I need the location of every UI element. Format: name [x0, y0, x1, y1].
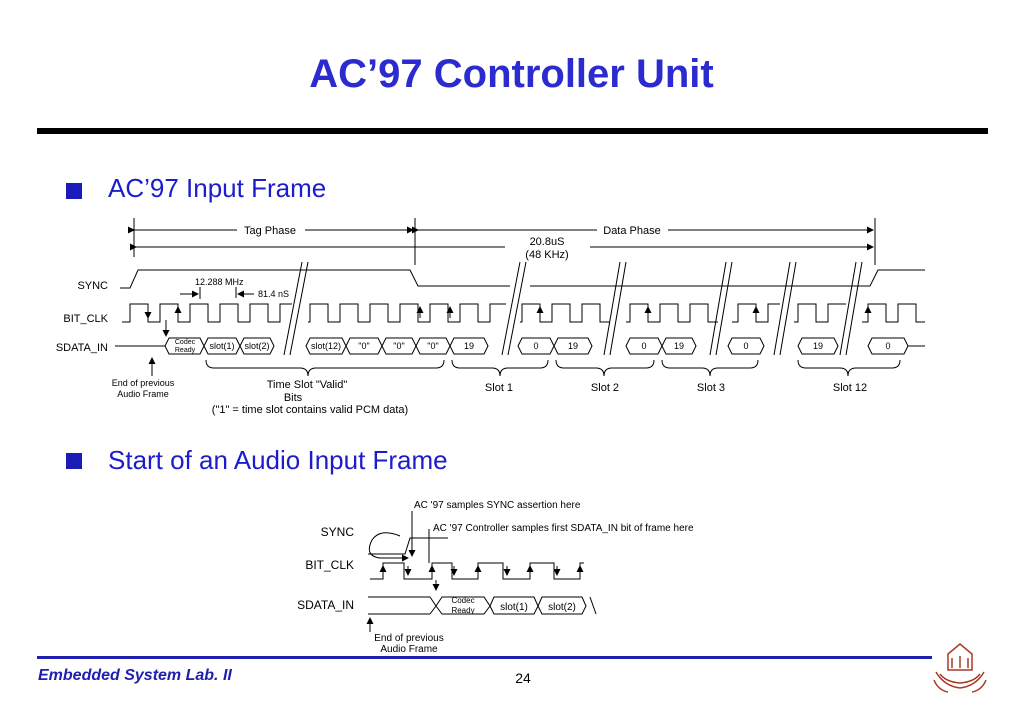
slide-title: AC’97 Controller Unit: [309, 52, 714, 96]
end-note-line2: Audio Frame: [380, 644, 438, 655]
page-number: 24: [515, 670, 531, 686]
slot3-label: Slot 3: [697, 382, 725, 394]
frequency-label: (48 KHz): [525, 249, 568, 261]
end-note-line1: End of previous: [374, 633, 444, 644]
bitclk-signal-label: BIT_CLK: [305, 558, 354, 572]
codec-label: Codec: [175, 339, 196, 346]
cell-zero-tag: "0": [393, 341, 404, 351]
note-sync-assertion: AC '97 samples SYNC assertion here: [414, 500, 581, 511]
cell-zero-tag: "0": [358, 341, 369, 351]
slot1-label: Slot 1: [485, 382, 513, 394]
data-phase-label: Data Phase: [603, 225, 660, 237]
cell-slot1: slot(1): [209, 341, 234, 351]
sdatain-signal-label: SDATA_IN: [56, 342, 108, 354]
cell-0: 0: [533, 341, 538, 351]
title-underline: [37, 128, 988, 134]
ready-label: Ready: [175, 347, 196, 354]
cell-19: 19: [674, 341, 684, 351]
sync-signal-label: SYNC: [77, 280, 108, 292]
cell-zero-tag: "0": [427, 341, 438, 351]
valid-bits-note: ("1" = time slot contains valid PCM data…: [212, 404, 408, 416]
footer-rule-left: [37, 656, 727, 659]
note-first-bit: AC '97 Controller samples first SDATA_IN…: [433, 523, 694, 534]
bitclk-signal-label: BIT_CLK: [63, 313, 108, 325]
cell-slot2: slot(2): [244, 341, 269, 351]
cell-19: 19: [464, 341, 474, 351]
bullet-start-frame: Start of an Audio Input Frame: [108, 445, 448, 475]
sdatain-signal-label: SDATA_IN: [297, 598, 354, 612]
bullet-input-frame: AC’97 Input Frame: [108, 173, 327, 203]
period-label: 20.8uS: [530, 236, 565, 248]
valid-bits-label-2: Bits: [284, 392, 303, 404]
clock-period-label: 81.4 nS: [258, 289, 289, 299]
slot12-label: Slot 12: [833, 382, 867, 394]
cell-19: 19: [568, 341, 578, 351]
footer-rule-right: [727, 656, 932, 659]
cell-slot1: slot(1): [500, 602, 528, 613]
cell-0: 0: [743, 341, 748, 351]
sync-signal-label: SYNC: [321, 525, 355, 539]
bullet-square-icon: [66, 183, 82, 199]
tag-phase-label: Tag Phase: [244, 225, 296, 237]
cell-slot12: slot(12): [311, 341, 341, 351]
cell-0: 0: [641, 341, 646, 351]
slot2-label: Slot 2: [591, 382, 619, 394]
codec-label: Codec: [451, 596, 474, 605]
footer-lab-name: Embedded System Lab. II: [38, 667, 232, 684]
bullet-square-icon: [66, 453, 82, 469]
end-note-line1: End of previous: [112, 378, 175, 388]
clock-freq-label: 12.288 MHz: [195, 277, 244, 287]
end-note-line2: Audio Frame: [117, 389, 169, 399]
cell-0: 0: [885, 341, 890, 351]
cell-slot2: slot(2): [548, 602, 576, 613]
cell-19: 19: [813, 341, 823, 351]
university-logo-icon: [933, 643, 987, 693]
valid-bits-label: Time Slot "Valid": [267, 379, 348, 391]
ready-label: Ready: [451, 606, 474, 615]
